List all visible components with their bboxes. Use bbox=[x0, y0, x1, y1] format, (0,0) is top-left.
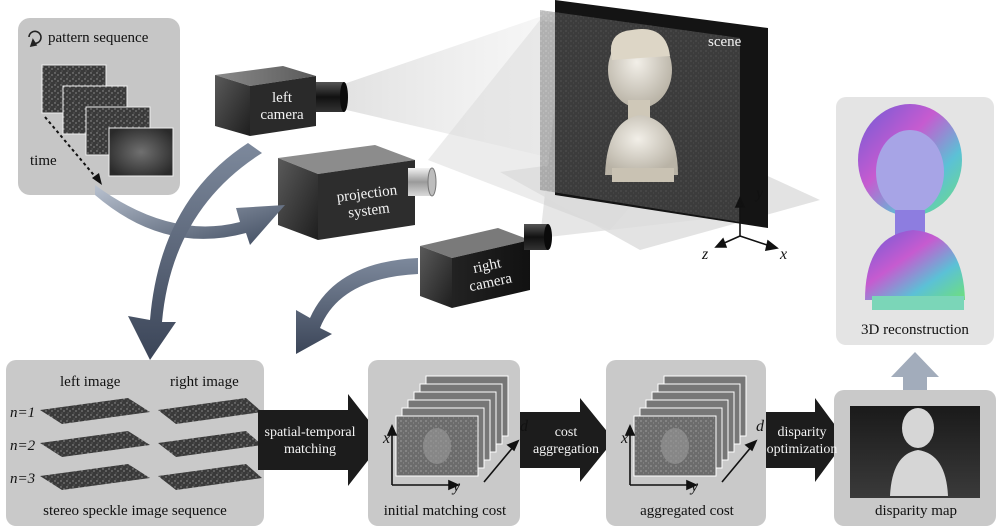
stereo-image-tiles bbox=[40, 398, 262, 490]
step3-label: disparity optimization bbox=[756, 424, 848, 458]
aggregated-axis-d: d bbox=[756, 418, 764, 435]
arrow-cost-aggregation bbox=[520, 398, 614, 482]
row-label-2: n=2 bbox=[10, 438, 36, 454]
initial-axis-y: y bbox=[453, 478, 461, 495]
step2-label: cost aggregation bbox=[518, 424, 614, 458]
aggregated-cost-axes bbox=[624, 424, 758, 491]
axis-x-label: x bbox=[780, 246, 788, 263]
time-arrow bbox=[44, 116, 102, 185]
pattern-sequence-title: pattern sequence bbox=[48, 30, 149, 46]
left-camera-label: left camera bbox=[246, 90, 318, 124]
initial-cost-caption: initial matching cost bbox=[383, 503, 507, 519]
time-label: time bbox=[30, 153, 57, 169]
reconstruction-label: 3D reconstruction bbox=[861, 322, 969, 338]
pattern-to-projector-arrow bbox=[95, 185, 285, 245]
aggregated-axis-y: y bbox=[691, 478, 699, 495]
aggregated-axis-x: x bbox=[621, 430, 629, 447]
reconstruction-bust bbox=[858, 104, 965, 310]
initial-axis-d: d bbox=[520, 418, 528, 435]
refresh-cycle-icon bbox=[28, 30, 42, 48]
step3-line2: optimization bbox=[766, 442, 838, 457]
pattern-frames bbox=[41, 64, 174, 177]
step2-line1: cost bbox=[554, 425, 578, 440]
scene-label: scene bbox=[708, 34, 742, 50]
disparity-bust bbox=[890, 408, 948, 496]
disparity-caption: disparity map bbox=[874, 503, 958, 519]
projector-body bbox=[278, 145, 437, 240]
aggregated-cost-caption: aggregated cost bbox=[640, 503, 734, 519]
axis-y-label: y bbox=[756, 185, 764, 202]
step2-line2: aggregation bbox=[532, 442, 600, 457]
left-camera-body bbox=[215, 66, 348, 136]
arrow-disparity-optimization bbox=[760, 398, 846, 482]
step3-line1: disparity bbox=[777, 425, 827, 440]
row-label-3: n=3 bbox=[10, 471, 36, 487]
left-camera-to-stereo-arrow bbox=[128, 143, 262, 360]
bust-sculpture bbox=[605, 29, 678, 182]
right-camera-to-stereo-arrow bbox=[296, 258, 418, 354]
row-label-1: n=1 bbox=[10, 405, 36, 421]
up-arrow bbox=[891, 352, 939, 392]
step1-label: spatial-temporal matching bbox=[254, 424, 366, 458]
initial-axis-x: x bbox=[383, 430, 391, 447]
right-camera-body bbox=[420, 224, 552, 308]
initial-cost-axes bbox=[386, 424, 520, 491]
axis-z-label: z bbox=[702, 246, 709, 263]
axes-3d bbox=[714, 196, 779, 252]
step1-line1: spatial-temporal bbox=[264, 425, 356, 440]
left-image-header: left image bbox=[60, 374, 121, 390]
initial-cost-stack bbox=[395, 375, 509, 477]
left-camera-label-line2: camera bbox=[260, 107, 304, 123]
aggregated-cost-stack bbox=[633, 375, 747, 477]
stereo-caption: stereo speckle image sequence bbox=[43, 503, 227, 519]
right-image-header: right image bbox=[170, 374, 239, 390]
step1-line2: matching bbox=[283, 442, 337, 457]
arrow-spatial-temporal bbox=[258, 394, 384, 486]
left-camera-label-line1: left bbox=[272, 90, 292, 106]
